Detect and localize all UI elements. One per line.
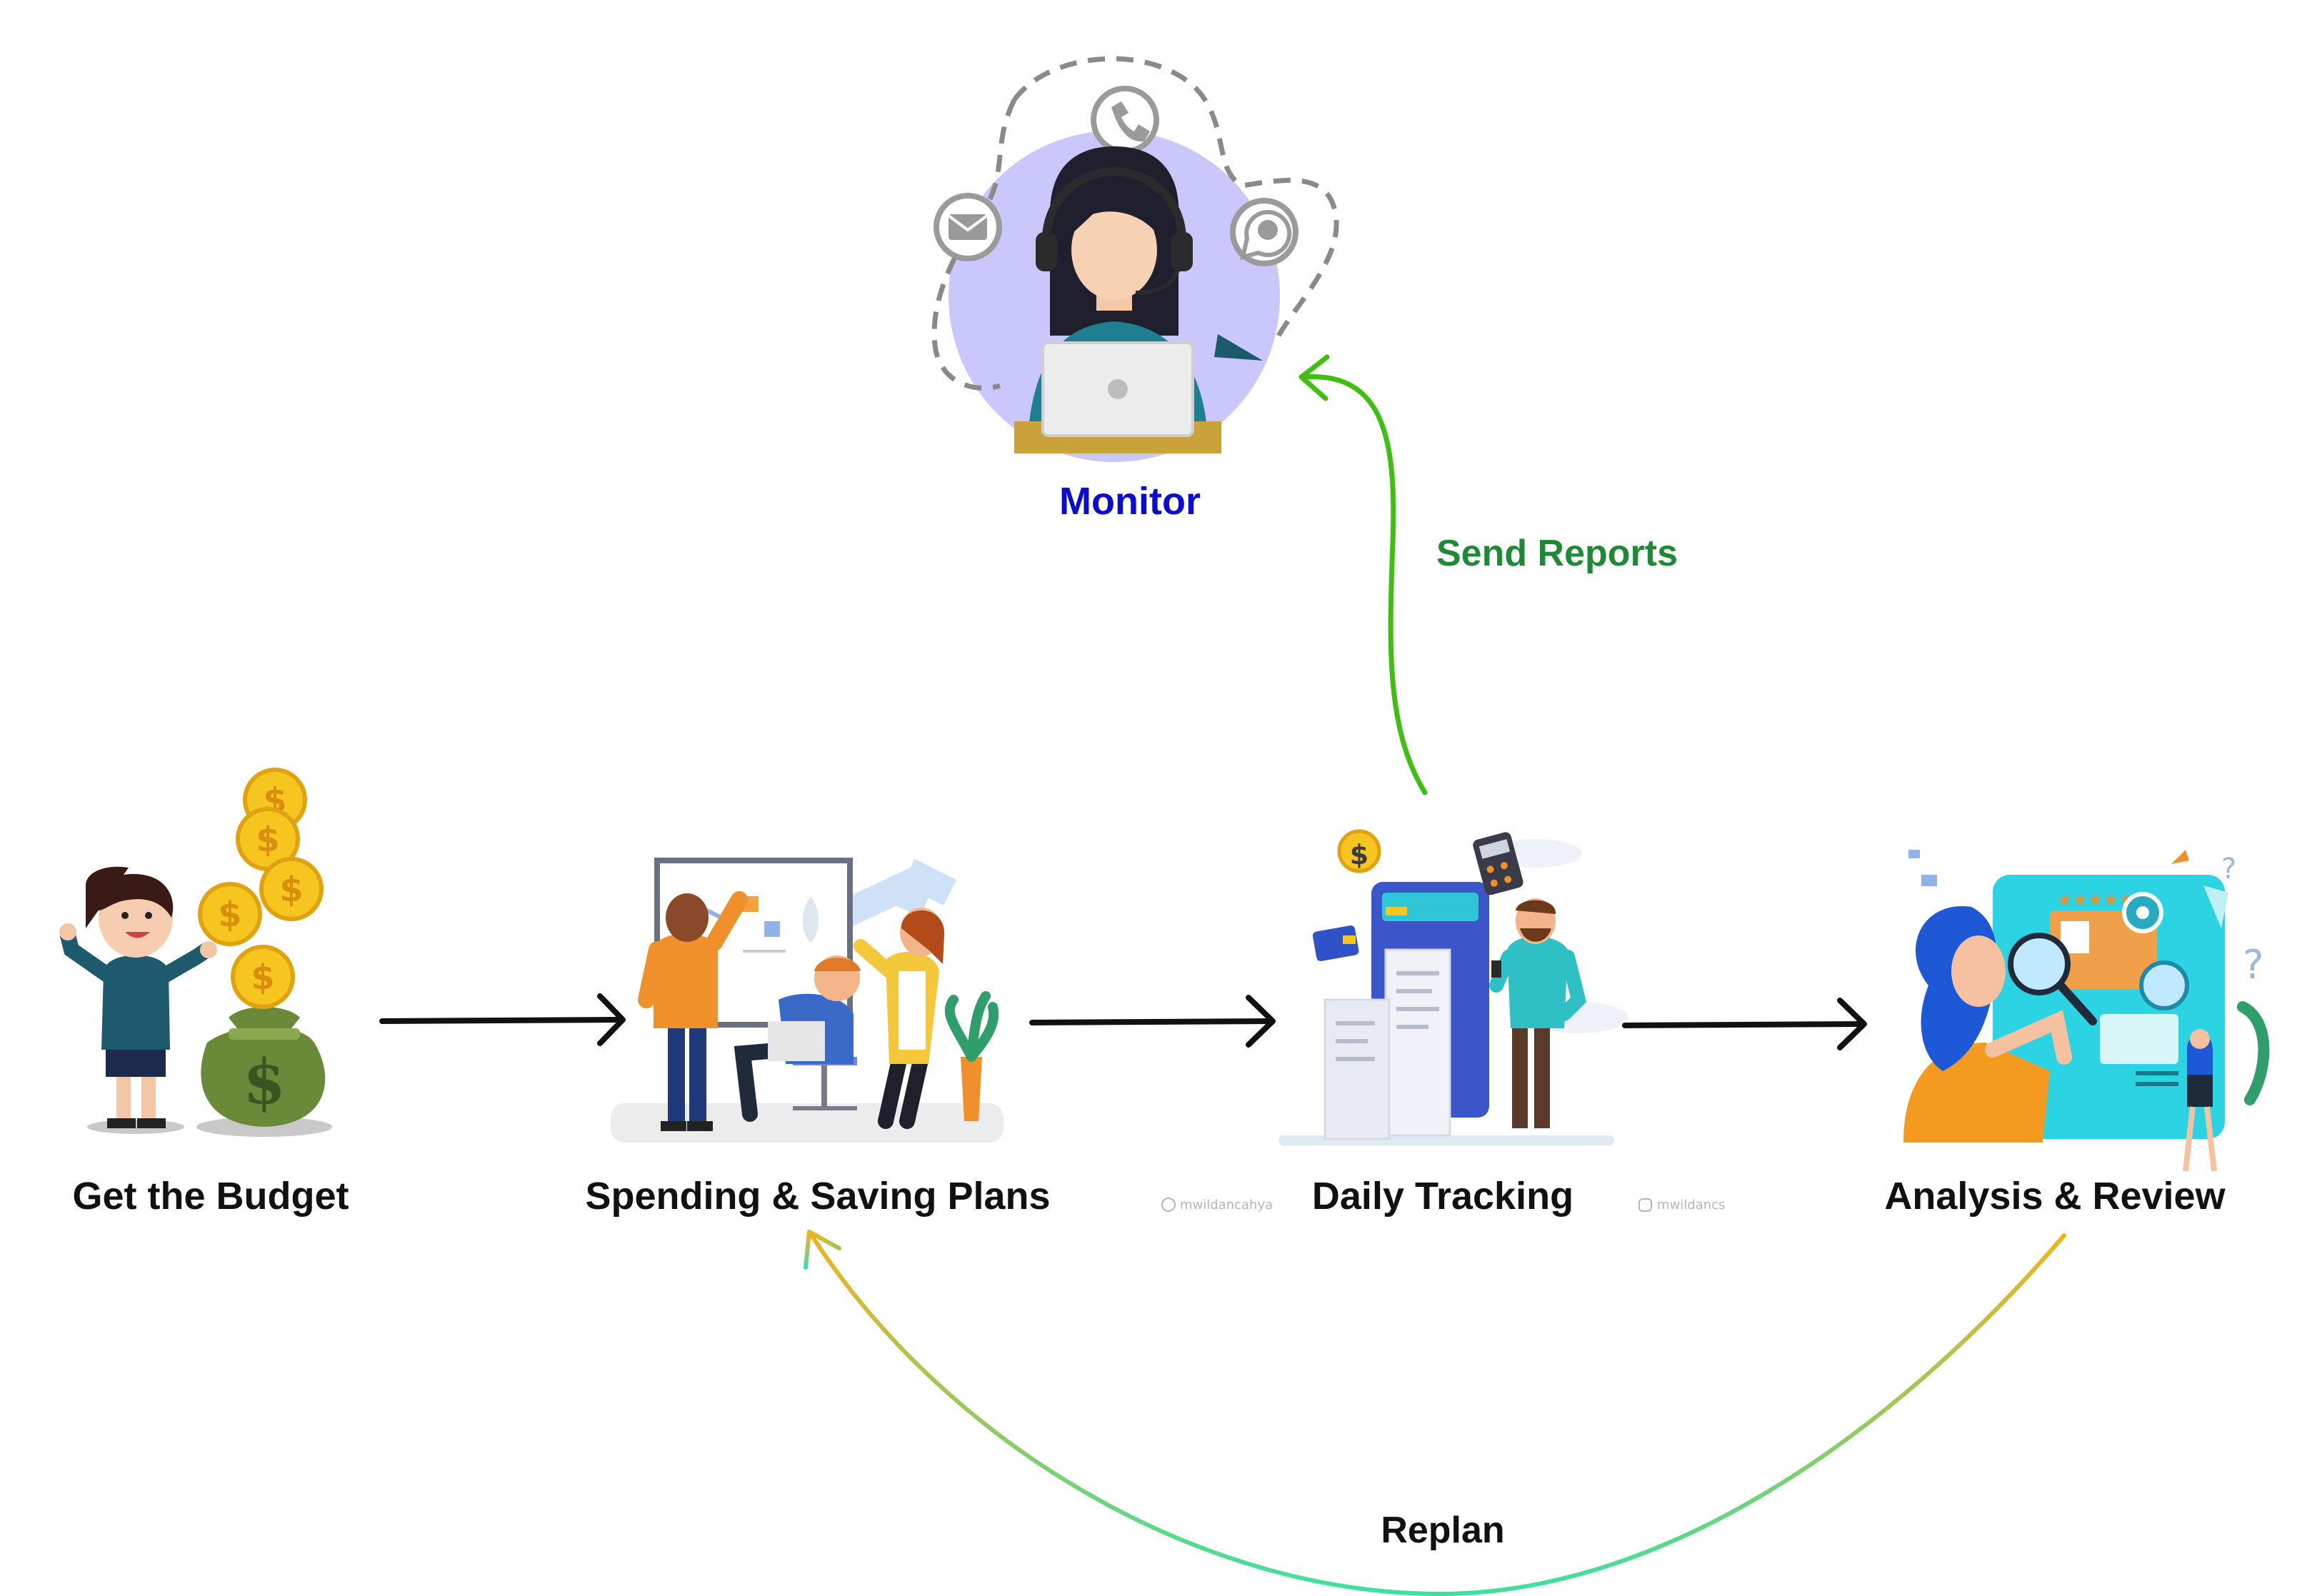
question-mark-icon: ?	[2221, 853, 2236, 885]
standing-man-figure	[638, 891, 748, 1131]
instagram-icon	[1638, 1198, 1652, 1212]
question-mark-icon: ?	[2243, 942, 2264, 988]
man-with-phone-figure	[1489, 898, 1587, 1128]
dollar-coin-icon: $	[1337, 829, 1381, 873]
chat-icon	[1230, 198, 1298, 266]
svg-text:$: $	[279, 870, 303, 910]
woman-reviewing-figure	[1903, 906, 2072, 1143]
arrow-budget-to-plans	[379, 993, 626, 1046]
budget-label: Get the Budget	[73, 1175, 349, 1218]
tracking-label: Daily Tracking	[1312, 1175, 1573, 1218]
dashed-orbit	[931, 56, 1339, 391]
tracking-illustration: $	[1278, 829, 1628, 1145]
arrow-plans-to-tracking	[1029, 995, 1276, 1048]
arrow-send-reports	[1298, 354, 1428, 796]
magnifier-small-icon	[2139, 960, 2189, 1010]
plans-illustration	[611, 858, 1004, 1143]
send-reports-label: Send Reports	[1436, 533, 1678, 574]
woman-with-plant-figure	[854, 908, 999, 1129]
support-agent-figure	[1014, 146, 1221, 453]
analysis-label: Analysis & Review	[1884, 1175, 2226, 1218]
gold-coin-stack: $ $ $ $ $	[198, 768, 324, 1009]
svg-text:$: $	[243, 1046, 286, 1118]
calculator-icon	[1473, 832, 1523, 895]
plans-label: Spending & Saving Plans	[585, 1175, 1050, 1218]
instagram-watermark: mwildancs	[1638, 1198, 1725, 1213]
receipt-paper	[1323, 948, 1451, 1140]
wallet-icon	[1312, 925, 1359, 961]
svg-text:★★★★★: ★★★★★	[2057, 890, 2134, 910]
analysis-illustration: ★★★★★ ? ?	[1903, 850, 2270, 1172]
paper-plane-icon	[1214, 334, 1263, 361]
phone-icon	[1091, 86, 1159, 154]
svg-text:$: $	[1350, 839, 1368, 870]
svg-text:$: $	[256, 820, 279, 860]
svg-text:$: $	[218, 895, 241, 935]
mail-icon	[934, 193, 1002, 261]
dribbble-watermark: mwildancahya	[1161, 1198, 1273, 1213]
budget-illustration: $ $ $ $ $ $	[59, 768, 332, 1137]
magnifier-icon	[2008, 933, 2097, 1025]
arrow-tracking-to-analysis	[1622, 998, 1867, 1050]
small-person-figure	[2183, 1029, 2217, 1172]
money-bag: $	[201, 1007, 326, 1127]
dribbble-handle: mwildancahya	[1180, 1198, 1273, 1213]
seated-man-figure	[734, 955, 861, 1122]
svg-text:$: $	[251, 958, 274, 998]
monitor-illustration	[931, 56, 1339, 462]
monitor-label: Monitor	[1059, 480, 1201, 523]
instagram-handle: mwildancs	[1657, 1198, 1725, 1213]
woman-figure	[59, 866, 217, 1128]
dribbble-icon	[1161, 1198, 1176, 1212]
replan-label: Replan	[1381, 1510, 1504, 1551]
arrow-replan	[804, 1230, 2066, 1596]
